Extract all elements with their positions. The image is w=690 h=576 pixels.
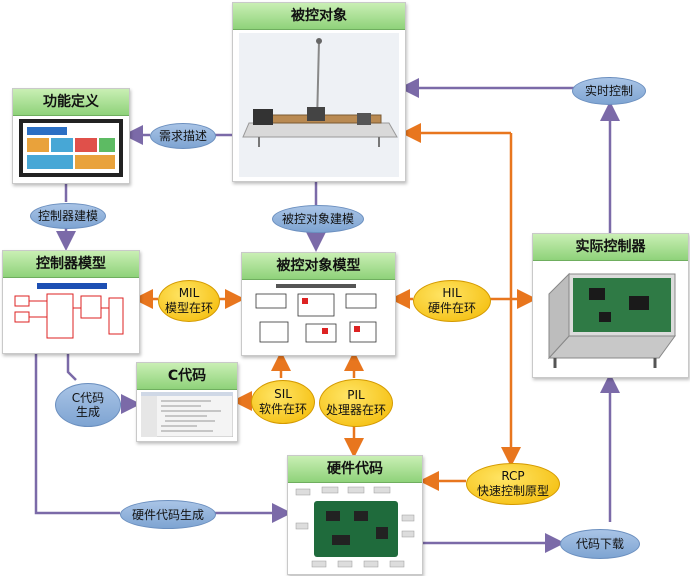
pil-abbr: PIL — [347, 388, 365, 402]
plant-modeling-label: 被控对象建模 — [272, 205, 364, 233]
realtime-ctrl-label: 实时控制 — [572, 77, 646, 105]
plant-apparatus-picture — [239, 33, 399, 177]
line-ctrl-to-hwgen — [34, 352, 120, 515]
hw-gen-label: 硬件代码生成 — [120, 500, 216, 529]
sil-abbr: SIL — [274, 387, 292, 401]
code-download-label: 代码下载 — [560, 529, 640, 559]
ctrl-model-node: 控制器模型 — [2, 250, 140, 354]
hw-code-board-picture — [292, 485, 418, 570]
hw-code-node: 硬件代码 — [287, 455, 423, 575]
c-code-node: C代码 — [136, 362, 238, 442]
c-code-title: C代码 — [137, 363, 237, 390]
hil-abbr: HIL — [442, 286, 462, 300]
pil-label: PIL 处理器在环 — [319, 379, 393, 427]
line-ctrl-to-cgen — [66, 352, 77, 381]
hil-desc: 硬件在环 — [427, 301, 476, 315]
pil-desc: 处理器在环 — [325, 403, 386, 417]
func-def-title: 功能定义 — [13, 89, 129, 116]
rcp-abbr: RCP — [501, 469, 525, 483]
hil-label: HIL 硬件在环 — [413, 280, 491, 322]
ctrl-modeling-label: 控制器建模 — [30, 203, 106, 229]
ctrl-model-title: 控制器模型 — [3, 251, 139, 278]
plant-model-node: 被控对象模型 — [241, 252, 396, 356]
c-code-editor-picture — [141, 392, 233, 437]
real-ctrl-device-picture — [547, 272, 676, 368]
plant-title: 被控对象 — [233, 3, 405, 30]
c-gen-line1: C代码 — [71, 391, 105, 405]
func-def-node: 功能定义 — [12, 88, 130, 184]
mil-abbr: MIL — [178, 286, 200, 300]
c-gen-label: C代码 生成 — [55, 383, 121, 427]
rcp-label: RCP 快速控制原型 — [466, 463, 560, 505]
req-desc-label: 需求描述 — [150, 123, 216, 149]
plant-model-diagram-picture — [246, 282, 391, 352]
func-def-screen-picture — [19, 119, 123, 177]
real-ctrl-node: 实际控制器 — [532, 233, 689, 378]
plant-model-title: 被控对象模型 — [242, 253, 395, 280]
mil-desc: 模型在环 — [164, 301, 213, 315]
sil-desc: 软件在环 — [258, 402, 307, 416]
plant-node: 被控对象 — [232, 2, 406, 182]
c-gen-line2: 生成 — [75, 405, 100, 419]
hw-code-title: 硬件代码 — [288, 456, 422, 483]
rcp-desc: 快速控制原型 — [476, 484, 549, 498]
ctrl-model-diagram-picture — [7, 280, 135, 350]
real-ctrl-title: 实际控制器 — [533, 234, 688, 261]
sil-label: SIL 软件在环 — [251, 380, 315, 424]
mil-label: MIL 模型在环 — [158, 280, 220, 322]
